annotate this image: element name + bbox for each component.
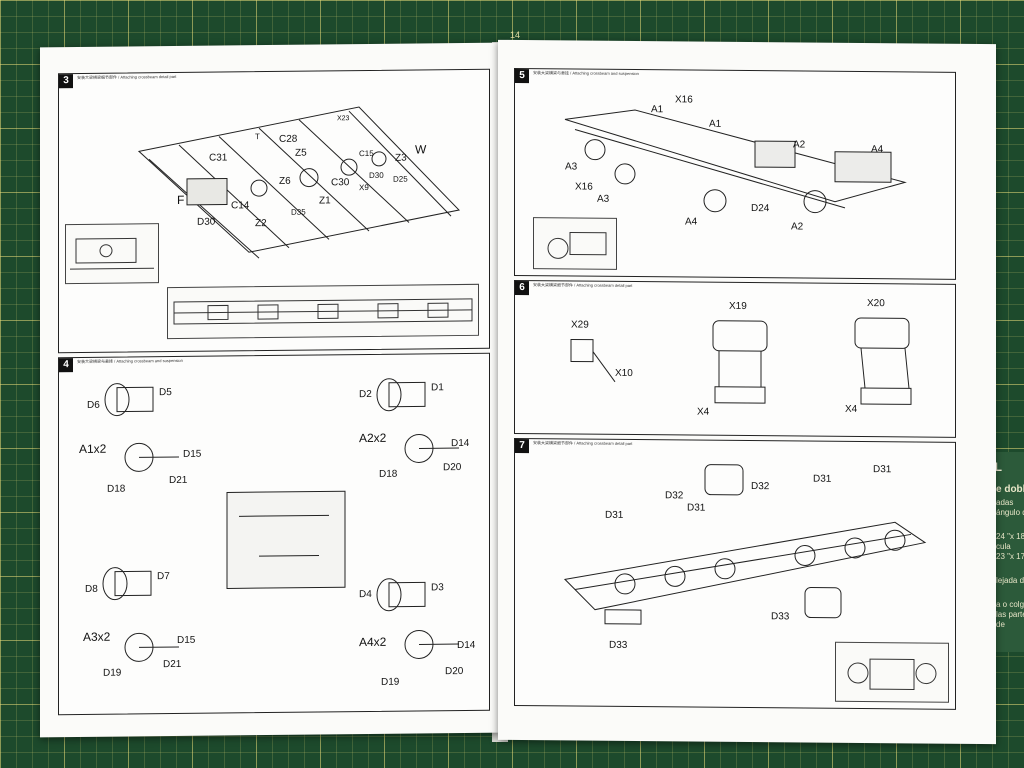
chassis-suspension-drawing — [564, 109, 907, 214]
instruction-page-right: 5 安装大梁横梁与悬挂 / Attaching crossbeam and su… — [498, 39, 996, 745]
step-6-panel: 6 安装大梁横梁细节部件 / Attaching crossbeam detai… — [514, 279, 956, 438]
tank-brackets-drawing — [570, 317, 912, 405]
mat-corner-print: e doble c adas ángulo de 90 24 "x 18" cu… — [994, 452, 1024, 652]
chassis-detail-drawing — [563, 464, 927, 625]
step-7-detail-inset — [835, 641, 949, 703]
step-5-panel: 5 安装大梁横梁与悬挂 / Attaching crossbeam and su… — [514, 67, 956, 280]
step-5-detail-inset — [533, 217, 617, 270]
suspension-parts-drawing — [102, 378, 459, 662]
step-3-frame-overview-inset — [167, 283, 479, 340]
step-3-detail-inset — [65, 223, 159, 285]
step-7-panel: 7 安装大梁横梁细节部件 / Attaching crossbeam detai… — [514, 437, 956, 710]
instruction-page-left: 3 安装大梁横梁细节部件 / Attaching crossbeam detai… — [40, 42, 500, 738]
step-3-panel: 3 安装大梁横梁细节部件 / Attaching crossbeam detai… — [58, 68, 490, 354]
mat-ruler-number: 14 — [510, 30, 521, 40]
chassis-frame-drawing — [137, 106, 460, 259]
step-4-panel: 4 安装大梁横梁与悬挂 / Attaching crossbeam and su… — [58, 352, 490, 716]
